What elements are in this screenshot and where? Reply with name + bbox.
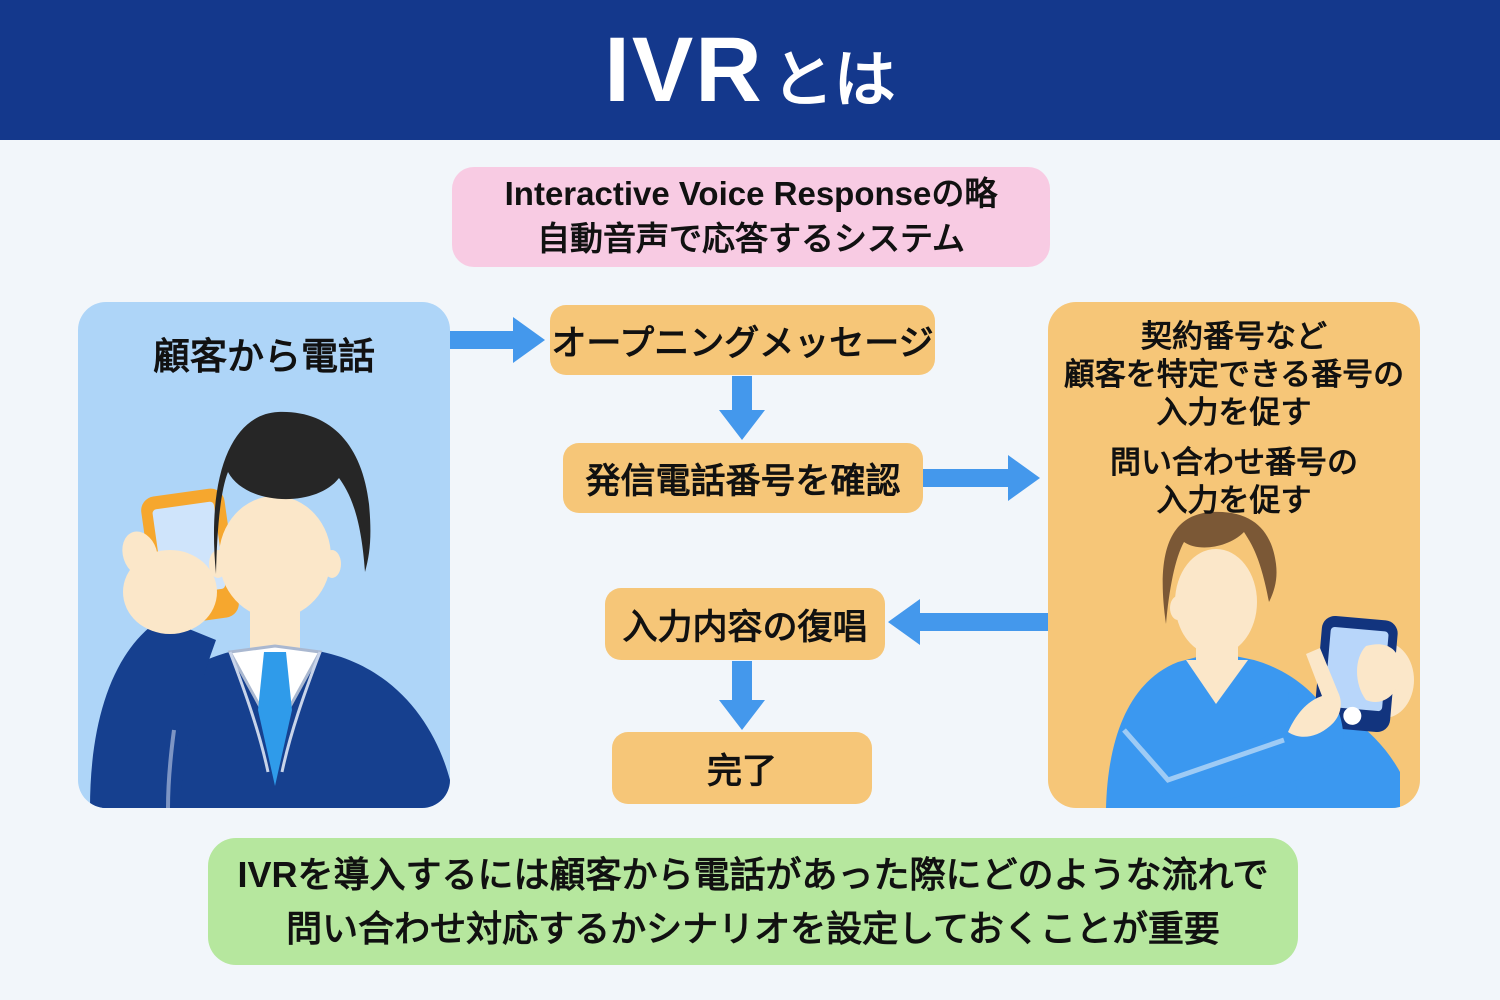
flow-step-caller-id-check: 発信電話番号を確認 — [563, 443, 923, 513]
definition-line-1: Interactive Voice Responseの略 — [504, 175, 998, 213]
prompt-line: 入力を促す — [1156, 483, 1312, 518]
arrow-right-icon — [450, 317, 545, 363]
prompt-line: 問い合わせ番号の — [1110, 445, 1358, 480]
flow-step-label: オープニングメッセージ — [551, 323, 934, 363]
note-box: IVRを導入するには顧客から電話があった際にどのような流れで 問い合わせ対応する… — [208, 838, 1298, 965]
businessman-phone-illustration — [90, 411, 450, 808]
prompt-panel: 契約番号など 顧客を特定できる番号の 入力を促す 問い合わせ番号の 入力を促す — [1048, 302, 1420, 808]
flow-step-label: 発信電話番号を確認 — [585, 461, 901, 501]
header-banner: IVR とは — [0, 0, 1500, 140]
title-acronym: IVR — [604, 19, 764, 121]
prompt-line: 契約番号など — [1141, 319, 1327, 354]
flow-step-opening-message: オープニングメッセージ — [550, 305, 935, 375]
customer-panel-label: 顧客から電話 — [153, 336, 375, 377]
flow-step-label: 完了 — [706, 751, 777, 791]
definition-line-2: 自動音声で応答するシステム — [536, 220, 965, 257]
flow-step-repeat-input: 入力内容の復唱 — [605, 588, 885, 660]
note-line-1: IVRを導入するには顧客から電話があった際にどのような流れで — [237, 853, 1269, 895]
flow-step-label: 入力内容の復唱 — [622, 607, 868, 647]
page-title: IVR とは — [604, 18, 895, 133]
arrow-right-icon — [923, 455, 1040, 501]
arrow-down-icon — [719, 376, 765, 440]
prompt-text: 契約番号など 顧客を特定できる番号の 入力を促す 問い合わせ番号の 入力を促す — [1048, 318, 1420, 520]
caller-smartphone-illustration — [1106, 511, 1414, 808]
definition-box: Interactive Voice Responseの略 自動音声で応答するシス… — [452, 167, 1050, 267]
arrow-down-icon — [719, 661, 765, 730]
title-suffix: とは — [771, 46, 896, 115]
note-line-2: 問い合わせ対応するかシナリオを設定しておくことが重要 — [286, 907, 1220, 949]
prompt-line: 顧客を特定できる番号の — [1063, 357, 1405, 392]
flow-step-complete: 完了 — [612, 732, 872, 804]
customer-panel: 顧客から電話 — [78, 302, 450, 808]
prompt-line: 入力を促す — [1156, 395, 1312, 430]
arrow-left-icon — [888, 599, 1048, 645]
